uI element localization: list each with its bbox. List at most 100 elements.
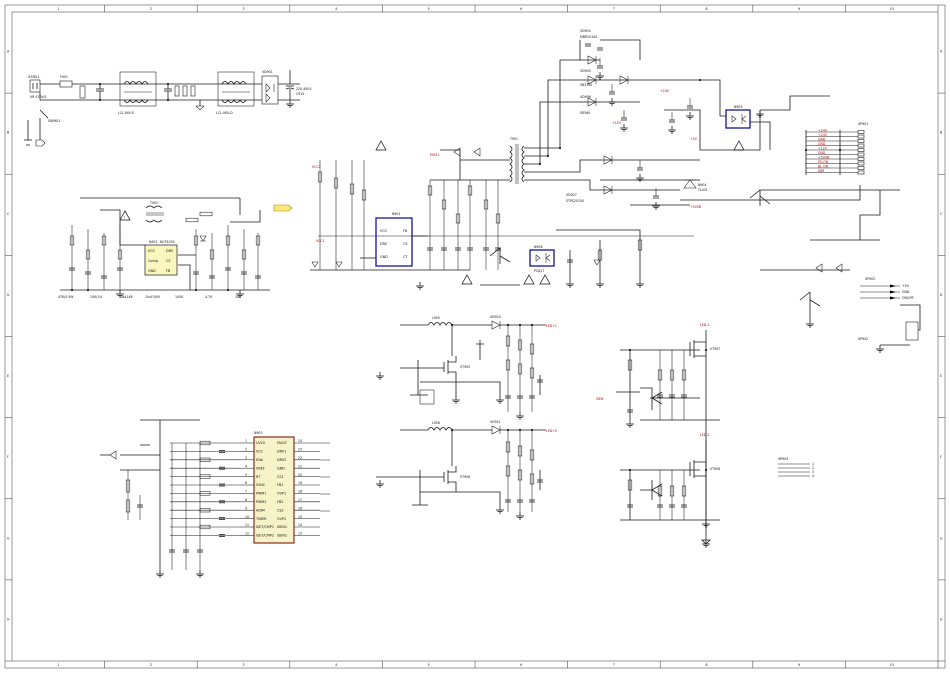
warning-icon [119,210,131,221]
junction-dot [538,162,542,166]
junction-dot [194,288,198,292]
ic-pin-name: DRV1 [277,450,286,454]
connector-pin-label: BL-ON [818,165,829,169]
row-mark: E [940,374,942,378]
net-flag-icon [273,204,293,212]
x-capacitor-1 [96,84,104,100]
boost-diode-label: VD921 [490,420,501,424]
transistor-icon [640,387,663,410]
ic-pin-name: FB2 [277,500,283,504]
diode-icon [311,261,319,268]
row-mark: H [7,617,10,621]
ic-pin-name: FB1 [277,483,283,487]
column-mark: 8 [705,663,707,667]
ic-pin-name: UVLO [256,441,266,445]
mosfet-icon [443,356,457,382]
connector-pin-label: +12V [818,147,828,151]
wire [620,470,720,521]
junction-dot [838,148,842,152]
diode-icon [453,147,461,157]
column-mark: 1 [57,663,59,667]
diode-icon [603,155,613,165]
standby-passives [69,209,261,290]
fuse-icon [59,80,73,88]
resistor-icon [117,249,123,260]
ic-pin-number: 22 [298,456,302,460]
resistor-icon [669,485,675,497]
output-net: +12V [612,121,622,125]
wire [579,39,641,60]
inductor-label: L905 [432,316,440,320]
column-mark: 3 [242,663,244,667]
row-mark: A [940,50,943,54]
standby-bottom-label: 10uF/50V [145,295,161,299]
ic-pin-number: 18 [298,490,302,494]
pwm-passives [311,147,520,286]
diode-icon [473,147,481,157]
wire [178,254,196,290]
junction-dot [226,288,230,292]
junction-dot [506,428,510,432]
bridge-label: VD901 [262,70,273,74]
ic-pin-number: 13 [298,532,302,536]
ic-pin-number: 11 [245,523,249,527]
row-mark: B [940,131,942,135]
diode-icon [587,55,597,65]
ic-pin-number: 2 [245,448,247,452]
boost-diode-label: VD920 [490,315,501,319]
ic-pin-number: 15 [298,515,302,519]
mosfet-icon [689,340,706,358]
connector-pin [857,157,865,161]
connector-pin-label: 4 [812,474,814,478]
connector-pin-label: +24V [818,133,828,137]
output-net: +5VSB [690,205,701,209]
column-mark: 7 [613,663,615,667]
sink-sense: ISEN [596,397,604,401]
standby-bottom-label: 4.7K [205,295,213,299]
resistor-icon [529,367,535,379]
ic-pin-number: 6 [245,481,247,485]
regulator-label: N904 [698,183,706,187]
ic-pin-number: 24 [298,439,302,443]
junction-dot [506,323,510,327]
junction-dot [698,78,702,82]
filter2-label: LCL-900-D [216,111,233,115]
fuse-label: F901 [60,75,68,79]
main-transformer: T901 VD904 MBR20100 VD905 SB3100 VD906 S… [461,29,771,285]
column-mark: 4 [335,663,337,667]
mosfet-label: VT905 [460,365,470,369]
row-mark: F [7,455,9,459]
resistor-icon [517,363,523,375]
opto-label: N905 [734,105,742,109]
warning-icon [539,274,551,285]
diode-label: VD907 [566,193,577,197]
warning-icon [461,274,473,285]
pwm-controller: N901 VCC DRV GND FB CS CT VCC1 MOS1 VCC2 [310,140,694,286]
opto-label: N906 [534,245,542,249]
resistor-icon [637,239,643,251]
junction-dot [628,348,632,352]
ic-pin-name: CS2 [277,508,284,512]
resistor-icon [505,441,511,453]
junction-dot [86,288,90,292]
ic-pin-number: 10 [245,515,249,519]
resistor-icon [517,339,523,351]
ic-pin-name: VCC [256,450,264,454]
standby-transformer: T902 [145,201,164,223]
resistor-icon [255,235,261,246]
resistor-icon [517,445,523,457]
net-label: VCC1 [316,239,325,243]
ic-pin-number: 14 [298,523,302,527]
resistor-icon [193,235,199,246]
resistor-icon [199,211,213,217]
mosfet-label: VT906 [460,475,470,479]
column-mark: 6 [520,663,522,667]
ic-pin-number: 1 [245,439,247,443]
output-connector: XP901 +24V+24VGNDGND+12VGND+5VSBPS-ONBL-… [805,122,868,175]
row-mark: C [7,212,10,216]
